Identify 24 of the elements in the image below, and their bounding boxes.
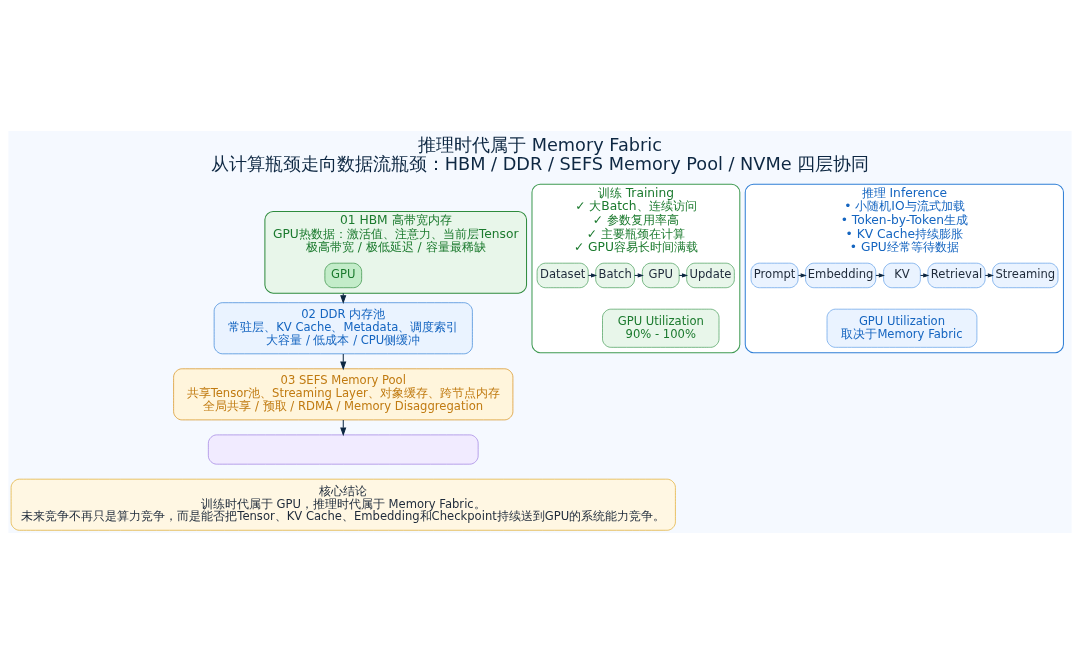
arrow [875,272,885,278]
arrow [797,272,807,278]
node-box: GPU Utilization 取决于Memory Fabric [826,308,978,348]
node-box: 核心结论 训练时代属于 GPU，推理时代属于 Memory Fabric。 未来竞争不再只是算力竞争，而是能否把Tensor、KV Cache、Embedding和Checkpoint持续送到GPU的系统能力竞争。 [10,478,676,531]
arrow [920,272,930,278]
arrow [678,272,689,278]
node-box: 03 SEFS Memory Pool 共享Tensor池、Streaming Layer、对象缓存、跨节点内存 全局共享 / 预取 / RDMA / Memory Disaggregation [173,367,514,420]
node-box: GPU [642,262,680,288]
node-box: Streaming [992,262,1059,288]
node-box: Retrieval [927,262,986,288]
node-box: KV [883,262,921,288]
node-box: Prompt [750,262,799,288]
node-box: Dataset [536,262,589,288]
node-box: GPU Utilization 90% - 100% [602,308,720,348]
arrow [340,292,347,304]
node-box: Update [686,262,735,288]
node-box: 02 DDR 内存池 常驻层、KV Cache、Metadata、调度索引 大容量 / 低成本 / CPU侧缓冲 [213,301,473,354]
arrow [587,272,598,278]
node-box: Embedding [805,262,877,288]
diagram-title: 推理时代属于 Memory Fabric [418,134,662,155]
node-box [208,434,479,464]
arrow [984,272,994,278]
node-box: GPU [324,262,362,288]
node-box: Batch [595,262,635,288]
